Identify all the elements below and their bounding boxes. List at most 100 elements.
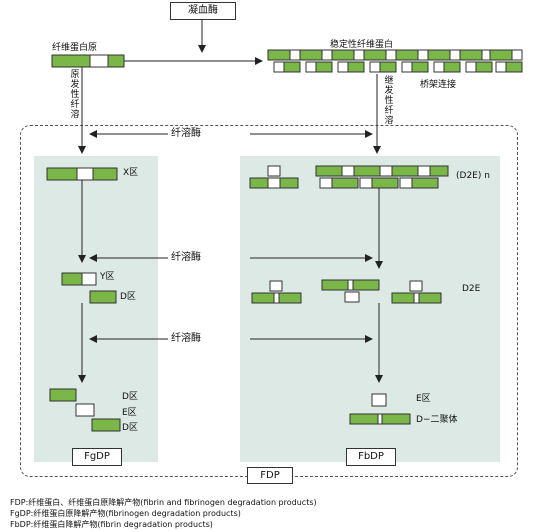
fibrin-bottom-e-1 — [305, 61, 317, 73]
fibrin-bottom-e-7 — [495, 61, 507, 73]
fibrin-bottom-e-6 — [465, 61, 477, 73]
stable-fibrin-label: 稳定性纤维蛋白 — [330, 40, 394, 50]
d-fragment-2 — [49, 388, 77, 402]
fibrin-bottom-e-4 — [401, 61, 413, 73]
x-fragment-d-right — [92, 167, 118, 181]
legend-line-1: FDP:纤维蛋白、纤维蛋白原降解产物(fibrin and fibrinogen… — [10, 498, 317, 507]
fbdp-d2e-n-label: (D2E) n — [456, 171, 490, 181]
fibrin-top-d-0 — [267, 49, 291, 61]
fbdp-title: FbDP — [346, 448, 396, 466]
d2e-left-link — [273, 292, 280, 304]
fibrin-top-e-3 — [385, 49, 397, 61]
fgdp-x-label: X区 — [123, 168, 139, 178]
d2e-left-d-right — [278, 292, 302, 304]
fibrin-top-e-0 — [289, 49, 301, 61]
e-fragment — [75, 403, 95, 417]
fbdp-e-label: E区 — [416, 394, 431, 404]
thrombin-box: 凝血酶 — [170, 2, 236, 20]
d2e-mid-link — [347, 279, 354, 291]
fbdp-pane — [240, 156, 500, 462]
fibrin-bottom-d-6 — [475, 61, 493, 73]
fibrin-top-d-7 — [489, 49, 513, 61]
fibrin-top-e-1 — [321, 49, 333, 61]
fibrin-bottom-d-4 — [411, 61, 429, 73]
legend-line-3: FbDP:纤维蛋白降解产物(fibrin degradation product… — [10, 520, 213, 529]
polymer-b-e1 — [341, 165, 355, 177]
fdp-title: FDP — [247, 467, 293, 484]
fgdp-title: FgDP — [72, 448, 122, 466]
fibrin-top-d-1 — [299, 49, 323, 61]
dimer-d-right — [381, 413, 411, 425]
polymer-b-e2 — [379, 165, 393, 177]
polymer-b-d3 — [391, 165, 419, 177]
fgdp-d-label: D区 — [120, 292, 136, 302]
fibrin-top-d-5 — [427, 49, 451, 61]
dimer-d-left — [349, 413, 379, 425]
polymer-c-d2 — [371, 177, 399, 189]
fgdp-y-label: Y区 — [100, 272, 115, 282]
plasmin-label-1: 纤溶酶 — [168, 128, 204, 140]
fibrinogen-d-left — [51, 54, 91, 68]
polymer-c-d1 — [331, 177, 359, 189]
polymer-c-d3 — [411, 177, 439, 189]
fibrin-top-e-2 — [353, 49, 365, 61]
d-fragment-1 — [89, 290, 117, 304]
fibrin-bottom-e-5 — [433, 61, 445, 73]
polymer-b-e3 — [417, 165, 431, 177]
fbdp-d2e-label: D2E — [462, 284, 481, 294]
fibrinogen-d-right — [107, 54, 125, 68]
fibrin-top-e-7 — [511, 49, 523, 61]
d2e-right-e — [409, 280, 423, 292]
polymer-a-e — [267, 177, 281, 189]
polymer-a-cross-e — [267, 165, 281, 177]
fibrin-top-d-6 — [459, 49, 483, 61]
secondary-fibrinolysis-label: 继发性纤溶 — [384, 76, 394, 126]
plasmin-label-2: 纤溶酶 — [168, 252, 204, 264]
d2e-right-link — [413, 292, 420, 304]
d2e-mid-d-right — [352, 279, 380, 291]
polymer-b-d2 — [353, 165, 381, 177]
fibrin-bottom-d-3 — [379, 61, 397, 73]
fibrin-top-d-2 — [331, 49, 355, 61]
d-fragment-3 — [91, 418, 121, 432]
polymer-a-d-right — [279, 177, 299, 189]
fgdp-d2-label: D区 — [122, 392, 138, 402]
dimer-link — [377, 413, 383, 425]
x-fragment-d-left — [46, 167, 78, 181]
polymer-c-e1 — [319, 177, 333, 189]
legend-line-2: FgDP:纤维蛋白原降解产物(fibrinogen degradation pr… — [10, 509, 241, 518]
d2e-left-e — [269, 280, 283, 292]
d2e-mid-d-left — [321, 279, 349, 291]
y-fragment-e — [81, 272, 97, 286]
primary-fibrinolysis-label: 原发性纤溶 — [70, 70, 80, 120]
e-fragment-fb — [371, 393, 387, 407]
fibrinogen-e — [89, 54, 109, 68]
fibrin-bottom-d-0 — [283, 61, 301, 73]
d2e-right-d-right — [418, 292, 442, 304]
crosslink-label: 桥架连接 — [420, 80, 457, 90]
fibrin-top-d-3 — [363, 49, 387, 61]
d2e-left-d-left — [251, 292, 275, 304]
fbdp-dimer-label: D−二聚体 — [416, 415, 458, 425]
d2e-mid-e — [344, 291, 360, 303]
polymer-b-d1 — [315, 165, 343, 177]
fibrin-bottom-e-0 — [273, 61, 285, 73]
polymer-c-e3 — [399, 177, 413, 189]
fgdp-e-label: E区 — [122, 408, 137, 418]
fibrin-bottom-d-5 — [443, 61, 461, 73]
polymer-b-d4 — [429, 165, 449, 177]
fibrin-bottom-e-2 — [337, 61, 349, 73]
fibrin-top-e-4 — [417, 49, 429, 61]
plasmin-label-3: 纤溶酶 — [168, 333, 204, 345]
d2e-right-d-left — [391, 292, 415, 304]
y-fragment-d — [61, 272, 83, 286]
fibrin-bottom-e-3 — [369, 61, 381, 73]
fibrin-top-d-4 — [395, 49, 419, 61]
fibrinogen-label: 纤维蛋白原 — [52, 43, 98, 53]
fibrin-bottom-d-2 — [347, 61, 365, 73]
fgdp-d3-label: D区 — [122, 423, 138, 433]
x-fragment-e — [76, 167, 94, 181]
fibrin-bottom-d-7 — [505, 61, 523, 73]
polymer-a-d-left — [249, 177, 269, 189]
